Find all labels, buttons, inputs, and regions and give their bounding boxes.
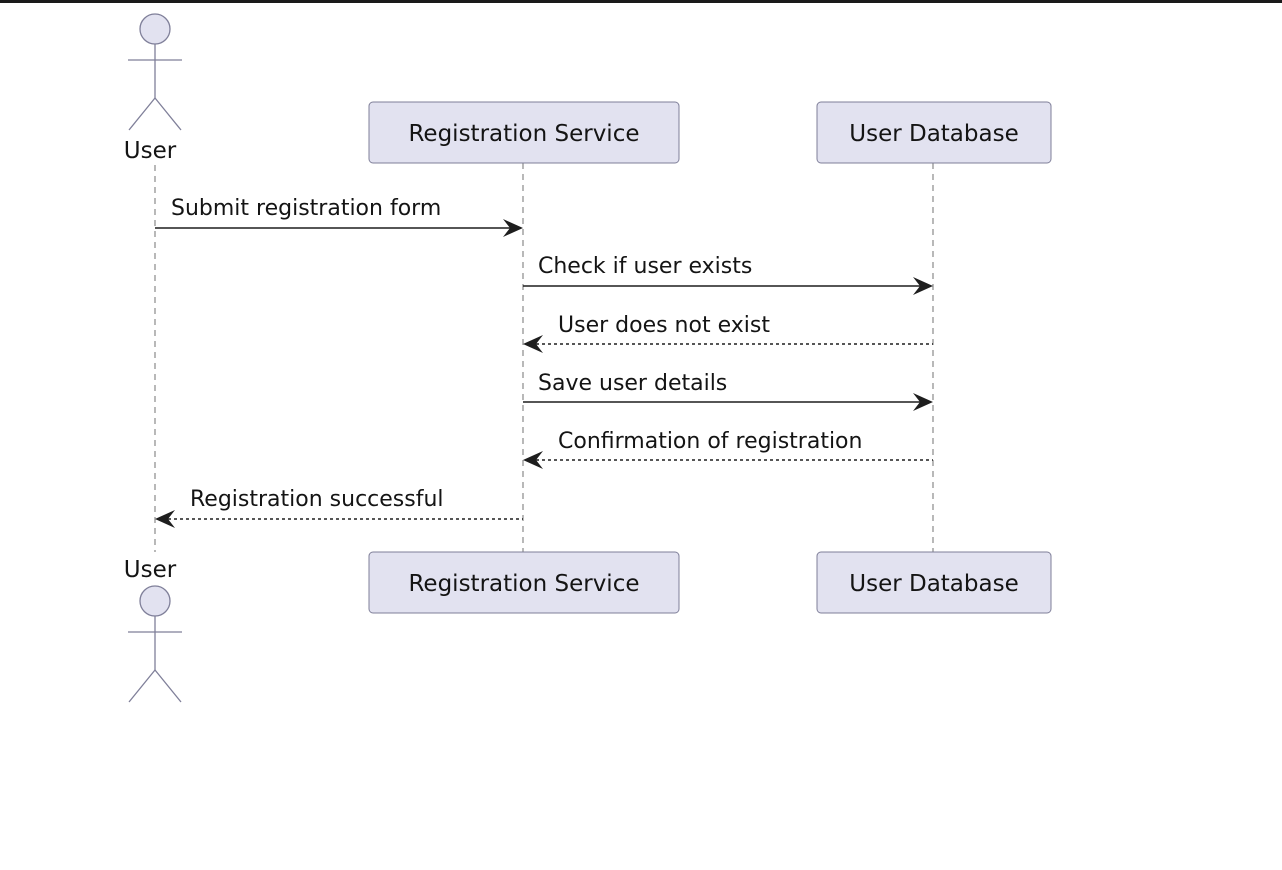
message-label: Registration successful — [190, 487, 444, 512]
actor-user-top: User — [124, 13, 182, 164]
message-label: Confirmation of registration — [558, 429, 862, 454]
arrow-right-icon — [913, 393, 933, 411]
message-label: Submit registration form — [171, 196, 441, 221]
actor-label-user-bottom: User — [124, 557, 177, 583]
actor-user-bottom: User — [124, 557, 182, 703]
arrow-left-icon — [523, 451, 543, 469]
arrow-right-icon — [913, 277, 933, 295]
message-label: Check if user exists — [538, 254, 752, 279]
participant-user-database-bottom: User Database — [816, 551, 1052, 614]
actor-label-user-top: User — [124, 138, 177, 164]
message-registration-successful: Registration successful — [155, 487, 523, 528]
actor-head-icon — [139, 585, 171, 617]
participant-user-database-top: User Database — [816, 101, 1052, 164]
message-label: User does not exist — [558, 313, 770, 338]
participant-registration-service-top: Registration Service — [368, 101, 680, 164]
message-submit-registration-form: Submit registration form — [155, 196, 523, 237]
arrow-right-icon — [503, 219, 523, 237]
window-top-bar — [0, 0, 1282, 3]
arrow-left-icon — [155, 510, 175, 528]
participant-label-user-database-top: User Database — [849, 121, 1018, 147]
participant-label-user-database-bottom: User Database — [849, 571, 1018, 597]
message-label: Save user details — [538, 371, 727, 396]
participant-label-registration-service-top: Registration Service — [408, 121, 639, 147]
actor-head-icon — [139, 13, 171, 45]
message-confirmation-of-registration: Confirmation of registration — [523, 429, 933, 469]
message-user-does-not-exist: User does not exist — [523, 313, 933, 353]
participant-registration-service-bottom: Registration Service — [368, 551, 680, 614]
arrow-left-icon — [523, 335, 543, 353]
message-save-user-details: Save user details — [523, 371, 933, 411]
message-check-if-user-exists: Check if user exists — [523, 254, 933, 295]
participant-label-registration-service-bottom: Registration Service — [408, 571, 639, 597]
